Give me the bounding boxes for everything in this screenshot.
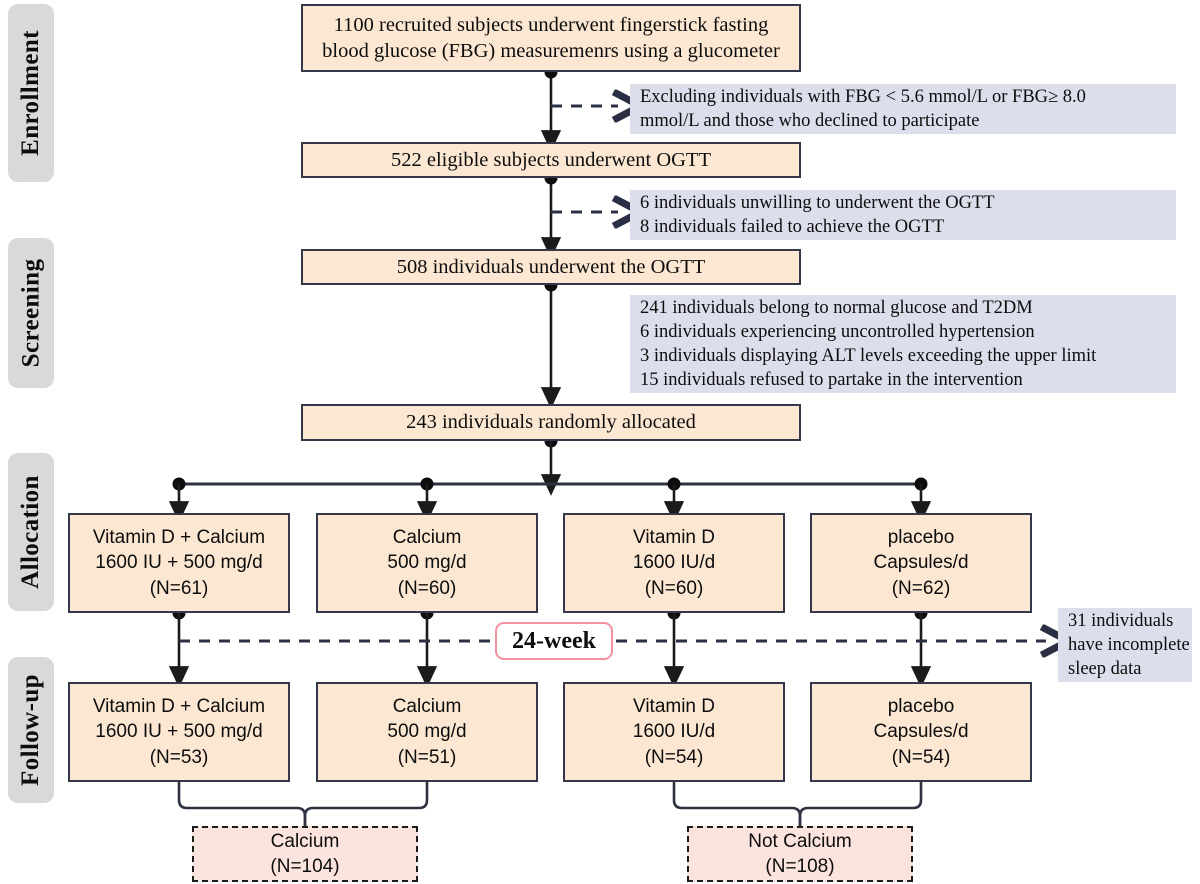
flow-box-recruited-line1: 1100 recruited subjects underwent finger… bbox=[333, 13, 769, 36]
allocation-arm-vitd-line1: Vitamin D bbox=[632, 527, 715, 549]
exclusion-note-eligibility-line3: 3 individuals displaying ALT levels exce… bbox=[640, 346, 1097, 366]
summary-box-not-calcium-line2: (N=108) bbox=[765, 856, 835, 877]
incomplete-sleep-line2: have incomplete bbox=[1068, 634, 1190, 655]
allocation-arm-vitd: Vitamin D 1600 IU/d (N=60) bbox=[563, 513, 785, 613]
followup-arm-vitd-line1: Vitamin D bbox=[632, 696, 715, 718]
incomplete-sleep-line3: sleep data bbox=[1068, 659, 1142, 680]
exclusion-note-eligibility: 241 individuals belong to normal glucose… bbox=[630, 295, 1176, 393]
followup-arm-vitd-calcium-line1: Vitamin D + Calcium bbox=[92, 696, 266, 718]
followup-arm-calcium-line1: Calcium bbox=[392, 696, 462, 718]
summary-box-calcium: Calcium (N=104) bbox=[192, 826, 418, 882]
summary-box-not-calcium-line1: Not Calcium bbox=[748, 830, 852, 852]
allocation-arm-calcium: Calcium 500 mg/d (N=60) bbox=[316, 513, 538, 613]
incomplete-sleep-line1: 31 individuals bbox=[1068, 610, 1174, 631]
exclusion-note-eligibility-line1: 241 individuals belong to normal glucose… bbox=[640, 297, 1033, 318]
followup-arm-vitd-calcium-line2: 1600 IU + 500 mg/d bbox=[95, 721, 263, 743]
flow-box-recruited-line2: blood glucose (FBG) measuremenrs using a… bbox=[322, 40, 780, 62]
stage-label-allocation: Allocation bbox=[8, 453, 54, 611]
flow-box-recruited: 1100 recruited subjects underwent finger… bbox=[301, 4, 801, 72]
stage-label-followup-text: Follow-up bbox=[17, 674, 45, 786]
allocation-arm-placebo-line3: (N=62) bbox=[891, 577, 951, 599]
flow-box-randomized: 243 individuals randomly allocated bbox=[301, 404, 801, 441]
followup-arm-vitd-calcium-line3: (N=53) bbox=[149, 746, 209, 768]
allocation-arm-vitd-calcium: Vitamin D + Calcium 1600 IU + 500 mg/d (… bbox=[68, 513, 290, 613]
exclusion-note-ogtt-line1: 6 individuals unwilling to underwent the… bbox=[640, 192, 995, 213]
summary-box-calcium-line2: (N=104) bbox=[270, 856, 340, 877]
allocation-arm-vitd-line3: (N=60) bbox=[644, 577, 704, 599]
flow-box-randomized-line1: 243 individuals randomly allocated bbox=[406, 411, 696, 434]
allocation-arm-vitd-line2: 1600 IU/d bbox=[632, 552, 716, 574]
exclusion-note-fbg-line1: Excluding individuals with FBG < 5.6 mmo… bbox=[640, 86, 1086, 107]
followup-arm-vitd-calcium: Vitamin D + Calcium 1600 IU + 500 mg/d (… bbox=[68, 682, 290, 782]
followup-arm-calcium: Calcium 500 mg/d (N=51) bbox=[316, 682, 538, 782]
stage-label-followup: Follow-up bbox=[8, 657, 54, 803]
allocation-arm-placebo-line2: Capsules/d bbox=[873, 552, 969, 574]
followup-arm-placebo-line2: Capsules/d bbox=[873, 721, 969, 743]
summary-box-calcium-line1: Calcium bbox=[270, 830, 340, 852]
duration-badge-label: 24-week bbox=[512, 627, 596, 654]
followup-arm-placebo-line1: placebo bbox=[887, 696, 955, 718]
allocation-arm-calcium-line3: (N=60) bbox=[397, 577, 457, 599]
followup-arm-placebo: placebo Capsules/d (N=54) bbox=[810, 682, 1032, 782]
allocation-arm-calcium-line2: 500 mg/d bbox=[387, 552, 467, 574]
followup-arm-calcium-line2: 500 mg/d bbox=[387, 721, 467, 743]
followup-arm-placebo-line3: (N=54) bbox=[891, 746, 951, 768]
stage-label-screening-text: Screening bbox=[17, 258, 45, 368]
followup-arm-calcium-line3: (N=51) bbox=[397, 746, 457, 768]
summary-box-not-calcium: Not Calcium (N=108) bbox=[687, 826, 913, 882]
allocation-arm-vitd-calcium-line2: 1600 IU + 500 mg/d bbox=[95, 552, 263, 574]
exclusion-note-eligibility-line2: 6 individuals experiencing uncontrolled … bbox=[640, 321, 1035, 342]
followup-arm-vitd: Vitamin D 1600 IU/d (N=54) bbox=[563, 682, 785, 782]
duration-badge-24-week: 24-week bbox=[495, 622, 613, 660]
followup-arm-vitd-line2: 1600 IU/d bbox=[632, 721, 716, 743]
allocation-arm-calcium-line1: Calcium bbox=[392, 527, 462, 549]
flow-box-underwent-ogtt: 508 individuals underwent the OGTT bbox=[301, 249, 801, 285]
allocation-arm-vitd-calcium-line1: Vitamin D + Calcium bbox=[92, 527, 266, 549]
exclusion-note-fbg-line2: mmol/L and those who declined to partici… bbox=[640, 111, 980, 131]
exclusion-note-ogtt: 6 individuals unwilling to underwent the… bbox=[630, 190, 1176, 240]
exclusion-note-ogtt-line2: 8 individuals failed to achieve the OGTT bbox=[640, 217, 945, 237]
flow-box-eligible-line1: 522 eligible subjects underwent OGTT bbox=[391, 148, 711, 171]
exclusion-note-eligibility-line4: 15 individuals refused to partake in the… bbox=[640, 370, 1023, 391]
allocation-arm-placebo-line1: placebo bbox=[887, 527, 955, 549]
allocation-arm-placebo: placebo Capsules/d (N=62) bbox=[810, 513, 1032, 613]
stage-label-allocation-text: Allocation bbox=[17, 475, 44, 589]
stage-label-screening: Screening bbox=[8, 238, 54, 388]
flow-box-eligible: 522 eligible subjects underwent OGTT bbox=[301, 142, 801, 178]
flow-box-underwent-ogtt-line1: 508 individuals underwent the OGTT bbox=[396, 255, 706, 278]
stage-label-enrollment: Enrollment bbox=[8, 4, 54, 182]
followup-arm-vitd-line3: (N=54) bbox=[644, 746, 704, 768]
exclusion-note-incomplete-sleep: 31 individuals have incomplete sleep dat… bbox=[1058, 608, 1192, 682]
exclusion-note-fbg: Excluding individuals with FBG < 5.6 mmo… bbox=[630, 84, 1176, 134]
stage-label-enrollment-text: Enrollment bbox=[17, 30, 45, 156]
allocation-arm-vitd-calcium-line3: (N=61) bbox=[149, 577, 209, 599]
